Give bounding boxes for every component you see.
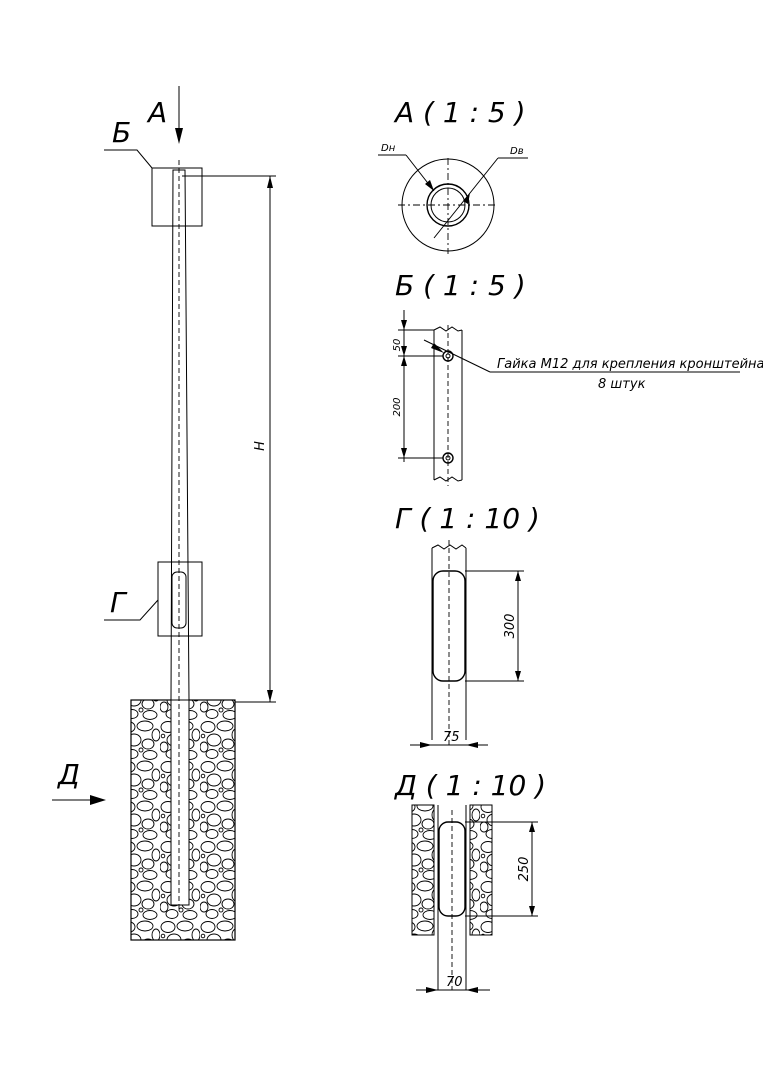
main-pole-view: Б А Г Д Н [52, 86, 276, 941]
dim-70: 70 [446, 975, 463, 990]
inner-diameter-label: Dв [510, 146, 524, 157]
pole-shaft [170, 169, 190, 701]
view-b-section: Б ( 1 : 5 ) Гайка М12 для крепления крон… [392, 269, 763, 486]
dim-75: 75 [443, 730, 460, 745]
view-b-title: Б ( 1 : 5 ) [395, 269, 526, 302]
dim-50: 50 [392, 339, 403, 352]
dim-300: 300 [503, 614, 518, 639]
view-a-arrow-letter: А [146, 96, 167, 129]
outer-diameter-label: Dн [381, 143, 396, 154]
view-g-title: Г ( 1 : 10 ) [395, 502, 540, 535]
nut-note-line1: Гайка М12 для крепления кронштейна [497, 357, 763, 372]
nut-note-line2: 8 штук [598, 377, 646, 392]
view-g-callout-letter: Г [110, 586, 128, 619]
view-g-section: Г ( 1 : 10 ) 300 75 [395, 502, 540, 748]
height-dimension-label: Н [253, 441, 268, 451]
detail-b-frame [151, 167, 203, 227]
view-a-title: А ( 1 : 5 ) [393, 96, 526, 129]
view-a-section: А ( 1 : 5 ) Dн Dв [378, 96, 528, 254]
view-d-title: Д ( 1 : 10 ) [393, 769, 546, 802]
detail-g-frame [157, 561, 203, 637]
view-b-callout-letter: Б [112, 116, 131, 149]
dim-250: 250 [517, 857, 532, 882]
dim-200: 200 [392, 397, 403, 416]
view-d-arrow-letter: Д [56, 758, 80, 791]
view-d-section: Д ( 1 : 10 ) 250 70 [393, 769, 546, 993]
